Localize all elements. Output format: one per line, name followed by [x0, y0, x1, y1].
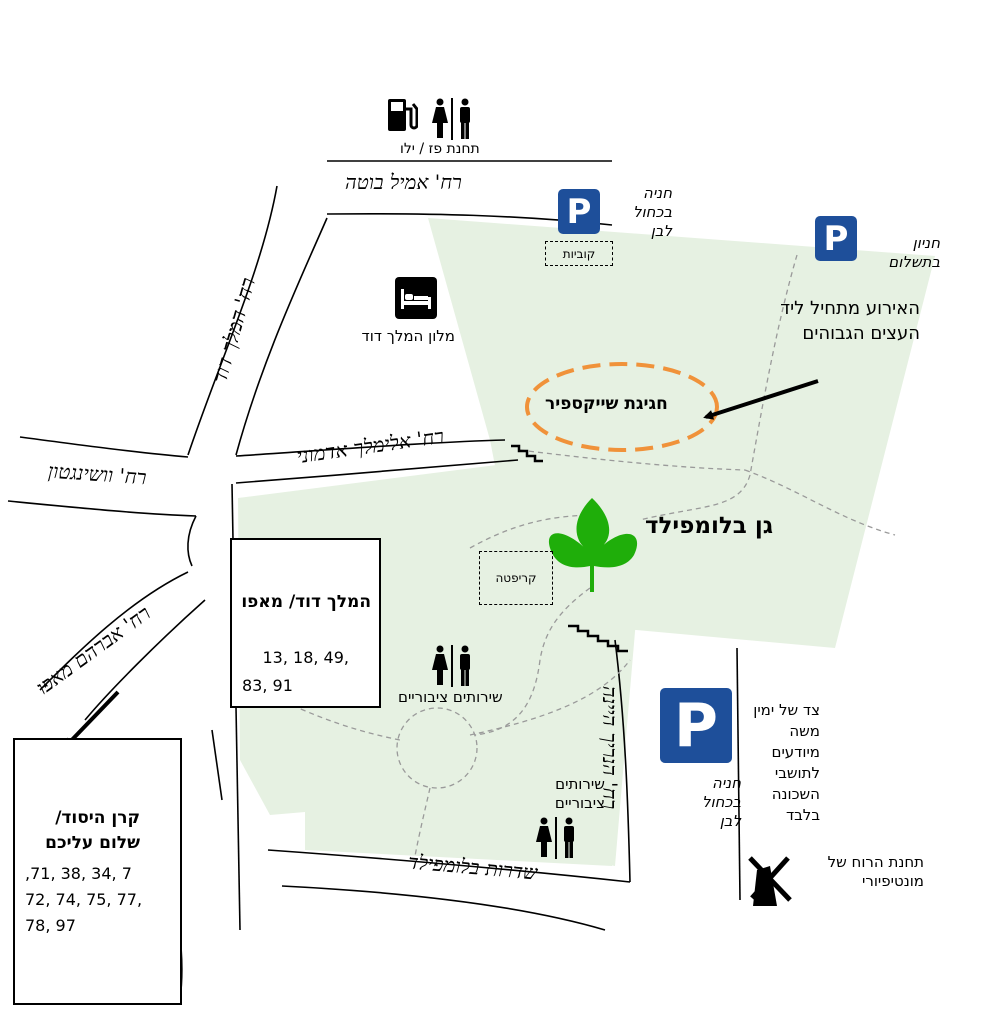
park-paths [237, 254, 896, 857]
park-strip [305, 810, 612, 866]
kubiot-area: קוביות [545, 241, 613, 266]
parking-label-blue-white-2: חניה בכחול לבן [701, 774, 741, 830]
toilets-label-2: שירותים ציבוריים [554, 775, 606, 812]
event-ellipse [525, 362, 719, 452]
bus-stop-name: המלך דוד/ מאפו [241, 592, 371, 612]
parking-icon: P [815, 216, 857, 261]
bus-stop-arrow-icon [63, 690, 120, 749]
restroom-icon [536, 817, 574, 859]
event-title: חגיגת שייקספיר [545, 394, 668, 414]
windmill-icon [748, 856, 792, 906]
fuel-pump-icon [388, 99, 418, 131]
street-label-emil-botta: רח' אמיל בוטה [345, 170, 462, 194]
parking-icon: P [558, 189, 600, 234]
cafe-area: קריפטה [479, 551, 553, 605]
leaf-icon [548, 498, 638, 592]
bus-stop-box-keren-hayesod: קרן היסוד/ שלום עליכם 7 ,34 ,38 ,71, 72,… [13, 738, 182, 1005]
parking-label-paid: חניון בתשלום [888, 234, 940, 271]
event-note: האירוע מתחיל ליד העצים הגבוהים [780, 298, 920, 345]
stairs-icon [511, 444, 543, 463]
bus-stop-lines-row: 7 ,34 ,38 ,71, [25, 864, 132, 883]
park-name: גן בלומפילד [645, 513, 773, 539]
stairs-icon [568, 624, 628, 653]
bus-stop-lines-row: 13, 18, 49, [262, 648, 349, 667]
residents-note: צד של ימין משה מיודעים לתושבי השכונה בלב… [753, 701, 820, 824]
event-arrow-icon [703, 379, 819, 420]
bus-stop-lines-row: 97 ,78 [25, 916, 76, 935]
parking-label-blue-white-1: חניה בכחול לבן [632, 184, 672, 240]
bus-stop-name: קרן היסוד/ שלום עליכם [45, 808, 140, 853]
bus-stop-lines-row: 91 ,83 [242, 676, 293, 695]
parking-icon: P [660, 688, 732, 763]
hotel-label: מלון המלך דוד [361, 327, 455, 345]
hotel-bed-icon [395, 277, 437, 319]
windmill-label: תחנת הרוח של מונטיפיורי [827, 853, 924, 890]
toilets-label-1: שירותים ציבוריים [398, 688, 503, 706]
gas-station-label: תחנת פז / ילו [400, 141, 480, 157]
restroom-icon [432, 98, 470, 140]
bus-stop-lines-row: 72, 74, 75, 77, [25, 890, 143, 909]
restroom-icon [432, 645, 470, 687]
bus-stop-box-hamelech-david-mapu: המלך דוד/ מאפו 13, 18, 49, 91 ,83 [230, 538, 381, 708]
